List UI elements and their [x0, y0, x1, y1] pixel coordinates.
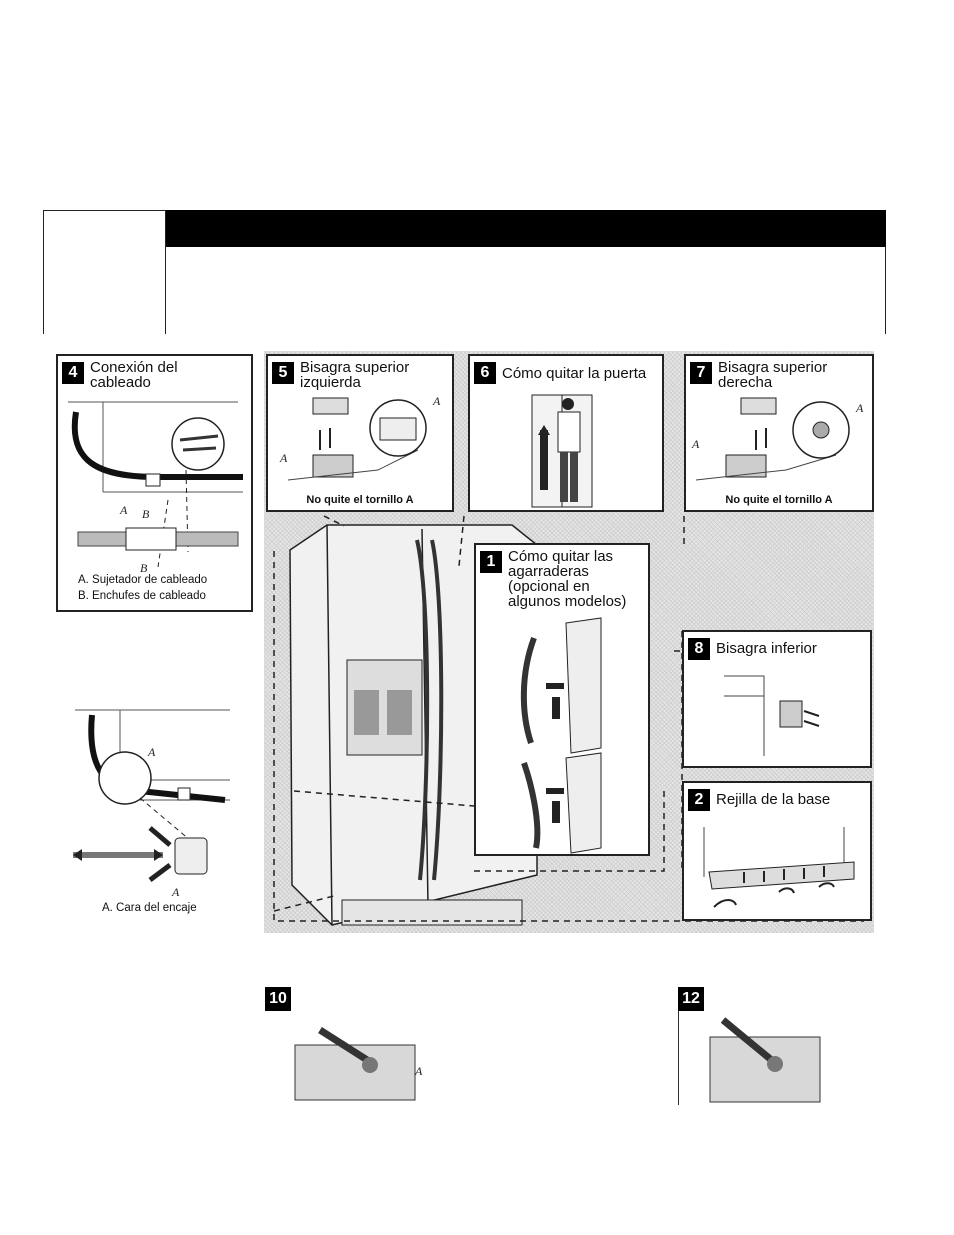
caption-b: B. Enchufes de cableado	[78, 590, 206, 602]
header-frame-left	[43, 210, 44, 334]
step-number: 8	[688, 638, 710, 660]
label-b: B	[142, 507, 150, 521]
step-number: 4	[62, 362, 84, 384]
step10-illustration: A	[294, 1027, 423, 1101]
step-number-10: 10	[265, 987, 291, 1011]
hinge-illustration: A A	[691, 397, 864, 481]
label-a-bottom: A	[171, 885, 180, 899]
panel-title: Bisagra superior derecha	[718, 359, 828, 391]
label-a-left: A	[279, 451, 288, 465]
dashed-connectors	[273, 515, 864, 922]
label-a: A	[414, 1064, 423, 1078]
panel-base-grille: 2 Rejilla de la base	[682, 781, 872, 921]
panel-handle-removal: 1 Cómo quitar las agarraderas (opcional …	[474, 543, 650, 856]
label-a: A	[855, 401, 864, 415]
panel-left-upper-hinge: 5 Bisagra superior izquierda A A No quit…	[266, 354, 454, 512]
wiring-illustration: B A B	[68, 401, 243, 575]
handle-illustration	[520, 617, 602, 854]
label-a: A	[432, 394, 441, 408]
step12-left-rule	[678, 1011, 679, 1105]
panel-title: Cómo quitar la puerta	[502, 365, 647, 382]
fitting-face-illustration: A A	[73, 709, 230, 899]
panel-door-removal: 6 Cómo quitar la puerta	[468, 354, 664, 512]
panel-title: Bisagra superior izquierda	[300, 359, 410, 391]
panel-title: Cómo quitar las agarraderas (opcional en…	[508, 548, 627, 610]
step-number: 1	[480, 551, 502, 573]
step-number: 5	[272, 362, 294, 384]
panel-right-upper-hinge: 7 Bisagra superior derecha A A No quite …	[684, 354, 874, 512]
header-frame-right	[885, 247, 886, 334]
caption-a: A. Sujetador de cableado	[78, 574, 208, 586]
lower-hinge-illustration	[724, 675, 820, 756]
panel-lower-hinge: 8 Bisagra inferior	[682, 630, 872, 768]
step-number: 6	[474, 362, 496, 384]
header-bar	[166, 210, 886, 247]
panel-caption: No quite el tornillo A	[725, 494, 833, 506]
header-divider	[165, 210, 166, 334]
base-grille-illustration	[703, 827, 855, 908]
header-frame-top	[43, 210, 166, 211]
hinge-illustration: A A	[279, 394, 441, 481]
panel-title: Conexión del cableado	[90, 359, 178, 391]
panel-title: Rejilla de la base	[716, 791, 831, 808]
label-a-left: A	[691, 437, 700, 451]
panel-caption: No quite el tornillo A	[306, 494, 414, 506]
step-number-12: 12	[678, 987, 704, 1011]
label-b-lower: B	[140, 561, 148, 575]
step12-illustration	[709, 1017, 821, 1103]
step-number: 7	[690, 362, 712, 384]
label-a: A	[119, 503, 128, 517]
panel-wiring-connection: 4 Conexión del cableado B A B A. Sujetad…	[56, 354, 253, 612]
step-number: 2	[688, 789, 710, 811]
door-removal-illustration	[531, 394, 593, 508]
caption-fitting-face: A. Cara del encaje	[102, 902, 197, 914]
panel-title: Bisagra inferior	[716, 640, 817, 657]
label-a-top: A	[147, 745, 156, 759]
